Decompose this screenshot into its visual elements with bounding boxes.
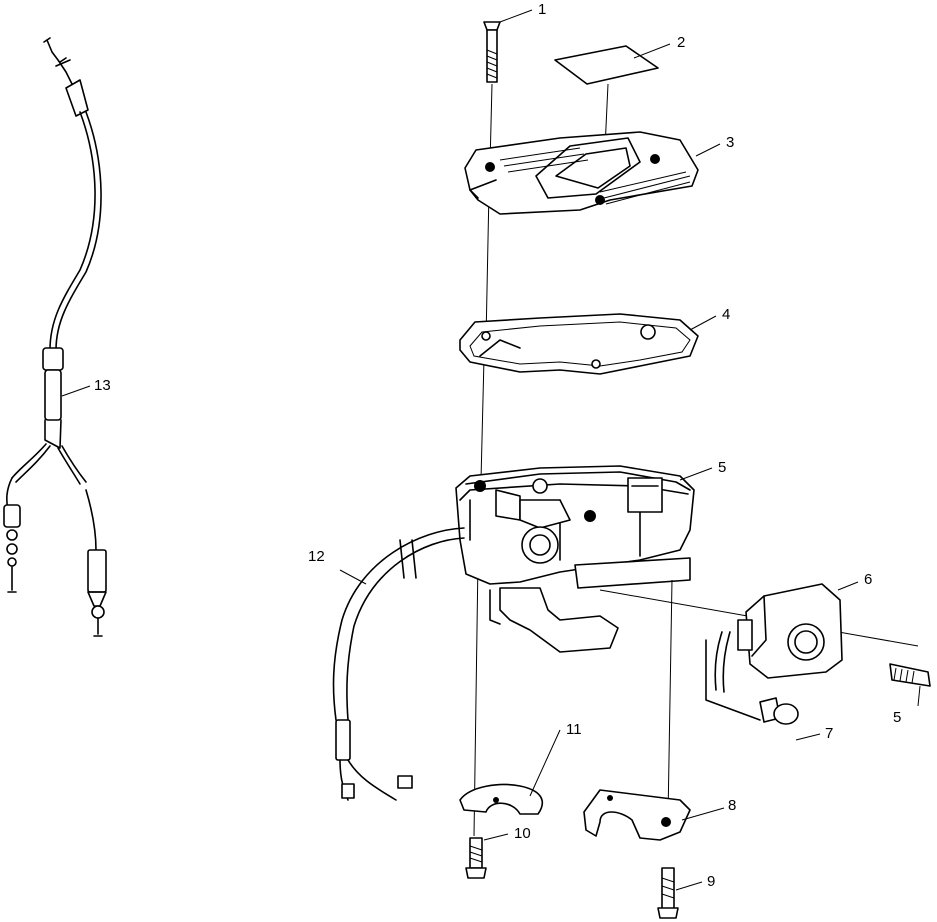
housing-part-5 (455, 465, 695, 653)
wiring-harness-part-12 (332, 527, 465, 801)
callout-5-screw: 5 (893, 709, 901, 726)
callout-9: 9 (707, 873, 715, 890)
screw-part-5b (889, 663, 931, 687)
top-cover-part-3 (464, 131, 699, 215)
screw-part-1 (483, 21, 501, 83)
callout-7: 7 (825, 725, 833, 742)
gasket-part-4 (459, 313, 699, 375)
clip-part-11 (459, 783, 544, 815)
callout-2: 2 (677, 34, 685, 51)
alignment-line-left (473, 83, 493, 837)
callout-11: 11 (566, 721, 582, 738)
callout-8: 8 (728, 797, 736, 814)
callout-13: 13 (94, 377, 111, 394)
throttle-cable-part-13 (3, 37, 107, 637)
screw-part-9 (657, 867, 679, 919)
screw-part-10 (465, 837, 487, 879)
callout-6: 6 (864, 571, 872, 588)
callout-leaders (61, 9, 921, 891)
callout-1: 1 (538, 1, 546, 18)
callout-5: 5 (718, 459, 726, 476)
alignment-line-right (667, 579, 673, 819)
bulb-part-7 (759, 697, 799, 725)
callout-10: 10 (514, 825, 531, 842)
callout-3: 3 (726, 134, 734, 151)
callout-12: 12 (308, 548, 325, 565)
callout-4: 4 (722, 306, 730, 323)
switch-housing-part-6 (705, 583, 843, 721)
clamp-part-8 (583, 789, 691, 841)
